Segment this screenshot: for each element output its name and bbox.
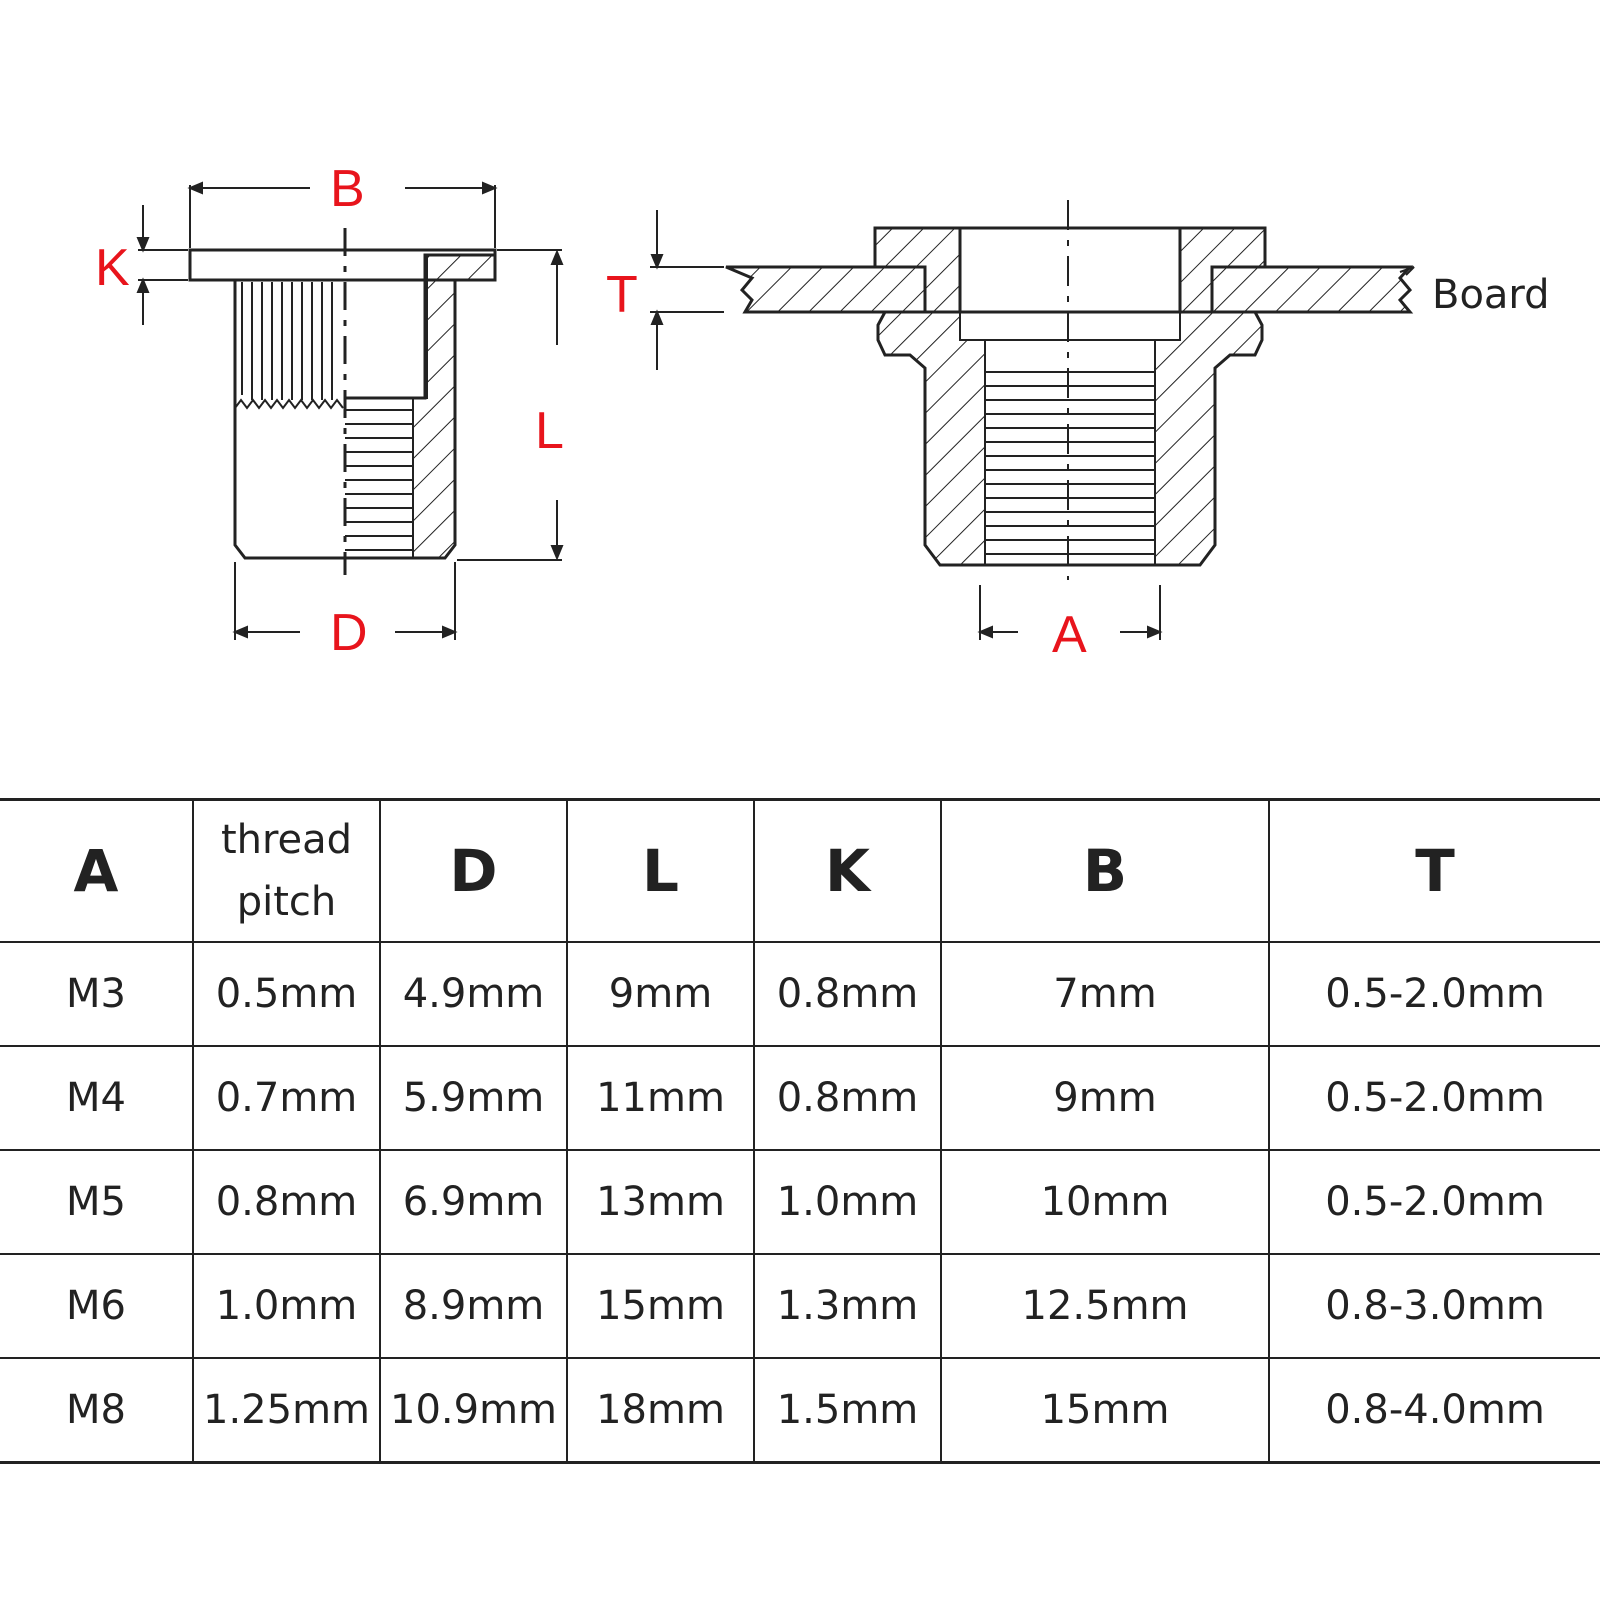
table-cell: 5.9mm bbox=[379, 1045, 568, 1151]
internal-thread-lines bbox=[345, 409, 412, 551]
label-a: A bbox=[1052, 606, 1087, 664]
table-cell: 0.5-2.0mm bbox=[1268, 1045, 1600, 1151]
table-cell: 0.8mm bbox=[753, 941, 942, 1047]
table-cell: 0.8mm bbox=[753, 1045, 942, 1151]
header-l: L bbox=[566, 798, 755, 943]
table-cell: 1.5mm bbox=[753, 1357, 942, 1464]
knurl-lines bbox=[241, 282, 333, 400]
table-cell: M8 bbox=[0, 1357, 194, 1464]
table-cell: 11mm bbox=[566, 1045, 755, 1151]
header-b: B bbox=[940, 798, 1270, 943]
table-row: M4 0.7mm 5.9mm 11mm 0.8mm 9mm 0.5-2.0mm bbox=[0, 1045, 1600, 1151]
table-cell: 9mm bbox=[940, 1045, 1270, 1151]
board-right bbox=[1210, 265, 1414, 314]
header-thread-pitch: thread pitch bbox=[192, 798, 381, 943]
table-cell: 15mm bbox=[940, 1357, 1270, 1464]
table-cell: 0.8mm bbox=[192, 1149, 381, 1255]
table-cell: 1.0mm bbox=[753, 1149, 942, 1255]
board-left bbox=[725, 265, 927, 314]
table-cell: 15mm bbox=[566, 1253, 755, 1359]
dimension-a bbox=[977, 585, 1163, 640]
table-cell: 0.5mm bbox=[192, 941, 381, 1047]
table-cell: 18mm bbox=[566, 1357, 755, 1464]
rivet-nut-technical-drawing: B K L D T A Board bbox=[95, 160, 1550, 664]
table-cell: 1.3mm bbox=[753, 1253, 942, 1359]
table-cell: 10mm bbox=[940, 1149, 1270, 1255]
table-cell: M4 bbox=[0, 1045, 194, 1151]
dimension-k bbox=[136, 205, 188, 325]
installed-thread-lines bbox=[985, 371, 1155, 555]
label-d: D bbox=[330, 604, 368, 662]
table-cell: 0.5-2.0mm bbox=[1268, 941, 1600, 1047]
table-cell: 1.0mm bbox=[192, 1253, 381, 1359]
table-row: M8 1.25mm 10.9mm 18mm 1.5mm 15mm 0.8-4.0… bbox=[0, 1357, 1600, 1464]
header-pitch: pitch bbox=[236, 879, 337, 925]
table-cell: 6.9mm bbox=[379, 1149, 568, 1255]
dimension-b bbox=[187, 181, 498, 248]
label-b: B bbox=[330, 160, 365, 218]
table-row: M3 0.5mm 4.9mm 9mm 0.8mm 7mm 0.5-2.0mm bbox=[0, 941, 1600, 1047]
label-t: T bbox=[606, 266, 638, 324]
label-l: L bbox=[535, 402, 564, 460]
header-t: T bbox=[1268, 798, 1600, 943]
dimension-t bbox=[650, 210, 724, 370]
header-k: K bbox=[753, 798, 942, 943]
label-board: Board bbox=[1432, 272, 1550, 318]
thread-zigzag bbox=[234, 398, 344, 410]
header-d: D bbox=[379, 798, 568, 943]
table-cell: M6 bbox=[0, 1253, 194, 1359]
table-cell: 9mm bbox=[566, 941, 755, 1047]
header-thread: thread bbox=[220, 817, 353, 863]
table-cell: 0.8-3.0mm bbox=[1268, 1253, 1600, 1359]
table-row: M5 0.8mm 6.9mm 13mm 1.0mm 10mm 0.5-2.0mm bbox=[0, 1149, 1600, 1255]
table-cell: M5 bbox=[0, 1149, 194, 1255]
dimension-l bbox=[457, 249, 564, 561]
table-row: M6 1.0mm 8.9mm 15mm 1.3mm 12.5mm 0.8-3.0… bbox=[0, 1253, 1600, 1359]
table-cell: M3 bbox=[0, 941, 194, 1047]
rivet-nut-side-view bbox=[136, 181, 564, 640]
table-cell: 4.9mm bbox=[379, 941, 568, 1047]
table-cell: 13mm bbox=[566, 1149, 755, 1255]
table-cell: 1.25mm bbox=[192, 1357, 381, 1464]
rivet-nut-installed-view bbox=[650, 200, 1415, 640]
table-cell: 10.9mm bbox=[379, 1357, 568, 1464]
table-cell: 12.5mm bbox=[940, 1253, 1270, 1359]
table-cell: 0.7mm bbox=[192, 1045, 381, 1151]
table-header-row: A thread pitch D L K B T bbox=[0, 798, 1600, 943]
table-cell: 0.8-4.0mm bbox=[1268, 1357, 1600, 1464]
header-a: A bbox=[0, 798, 194, 943]
spec-table: A thread pitch D L K B T M3 0.5mm 4.9mm … bbox=[0, 798, 1600, 1464]
table-cell: 0.5-2.0mm bbox=[1268, 1149, 1600, 1255]
label-k: K bbox=[95, 239, 130, 297]
table-cell: 8.9mm bbox=[379, 1253, 568, 1359]
dimension-d bbox=[232, 562, 458, 640]
table-cell: 7mm bbox=[940, 941, 1270, 1047]
